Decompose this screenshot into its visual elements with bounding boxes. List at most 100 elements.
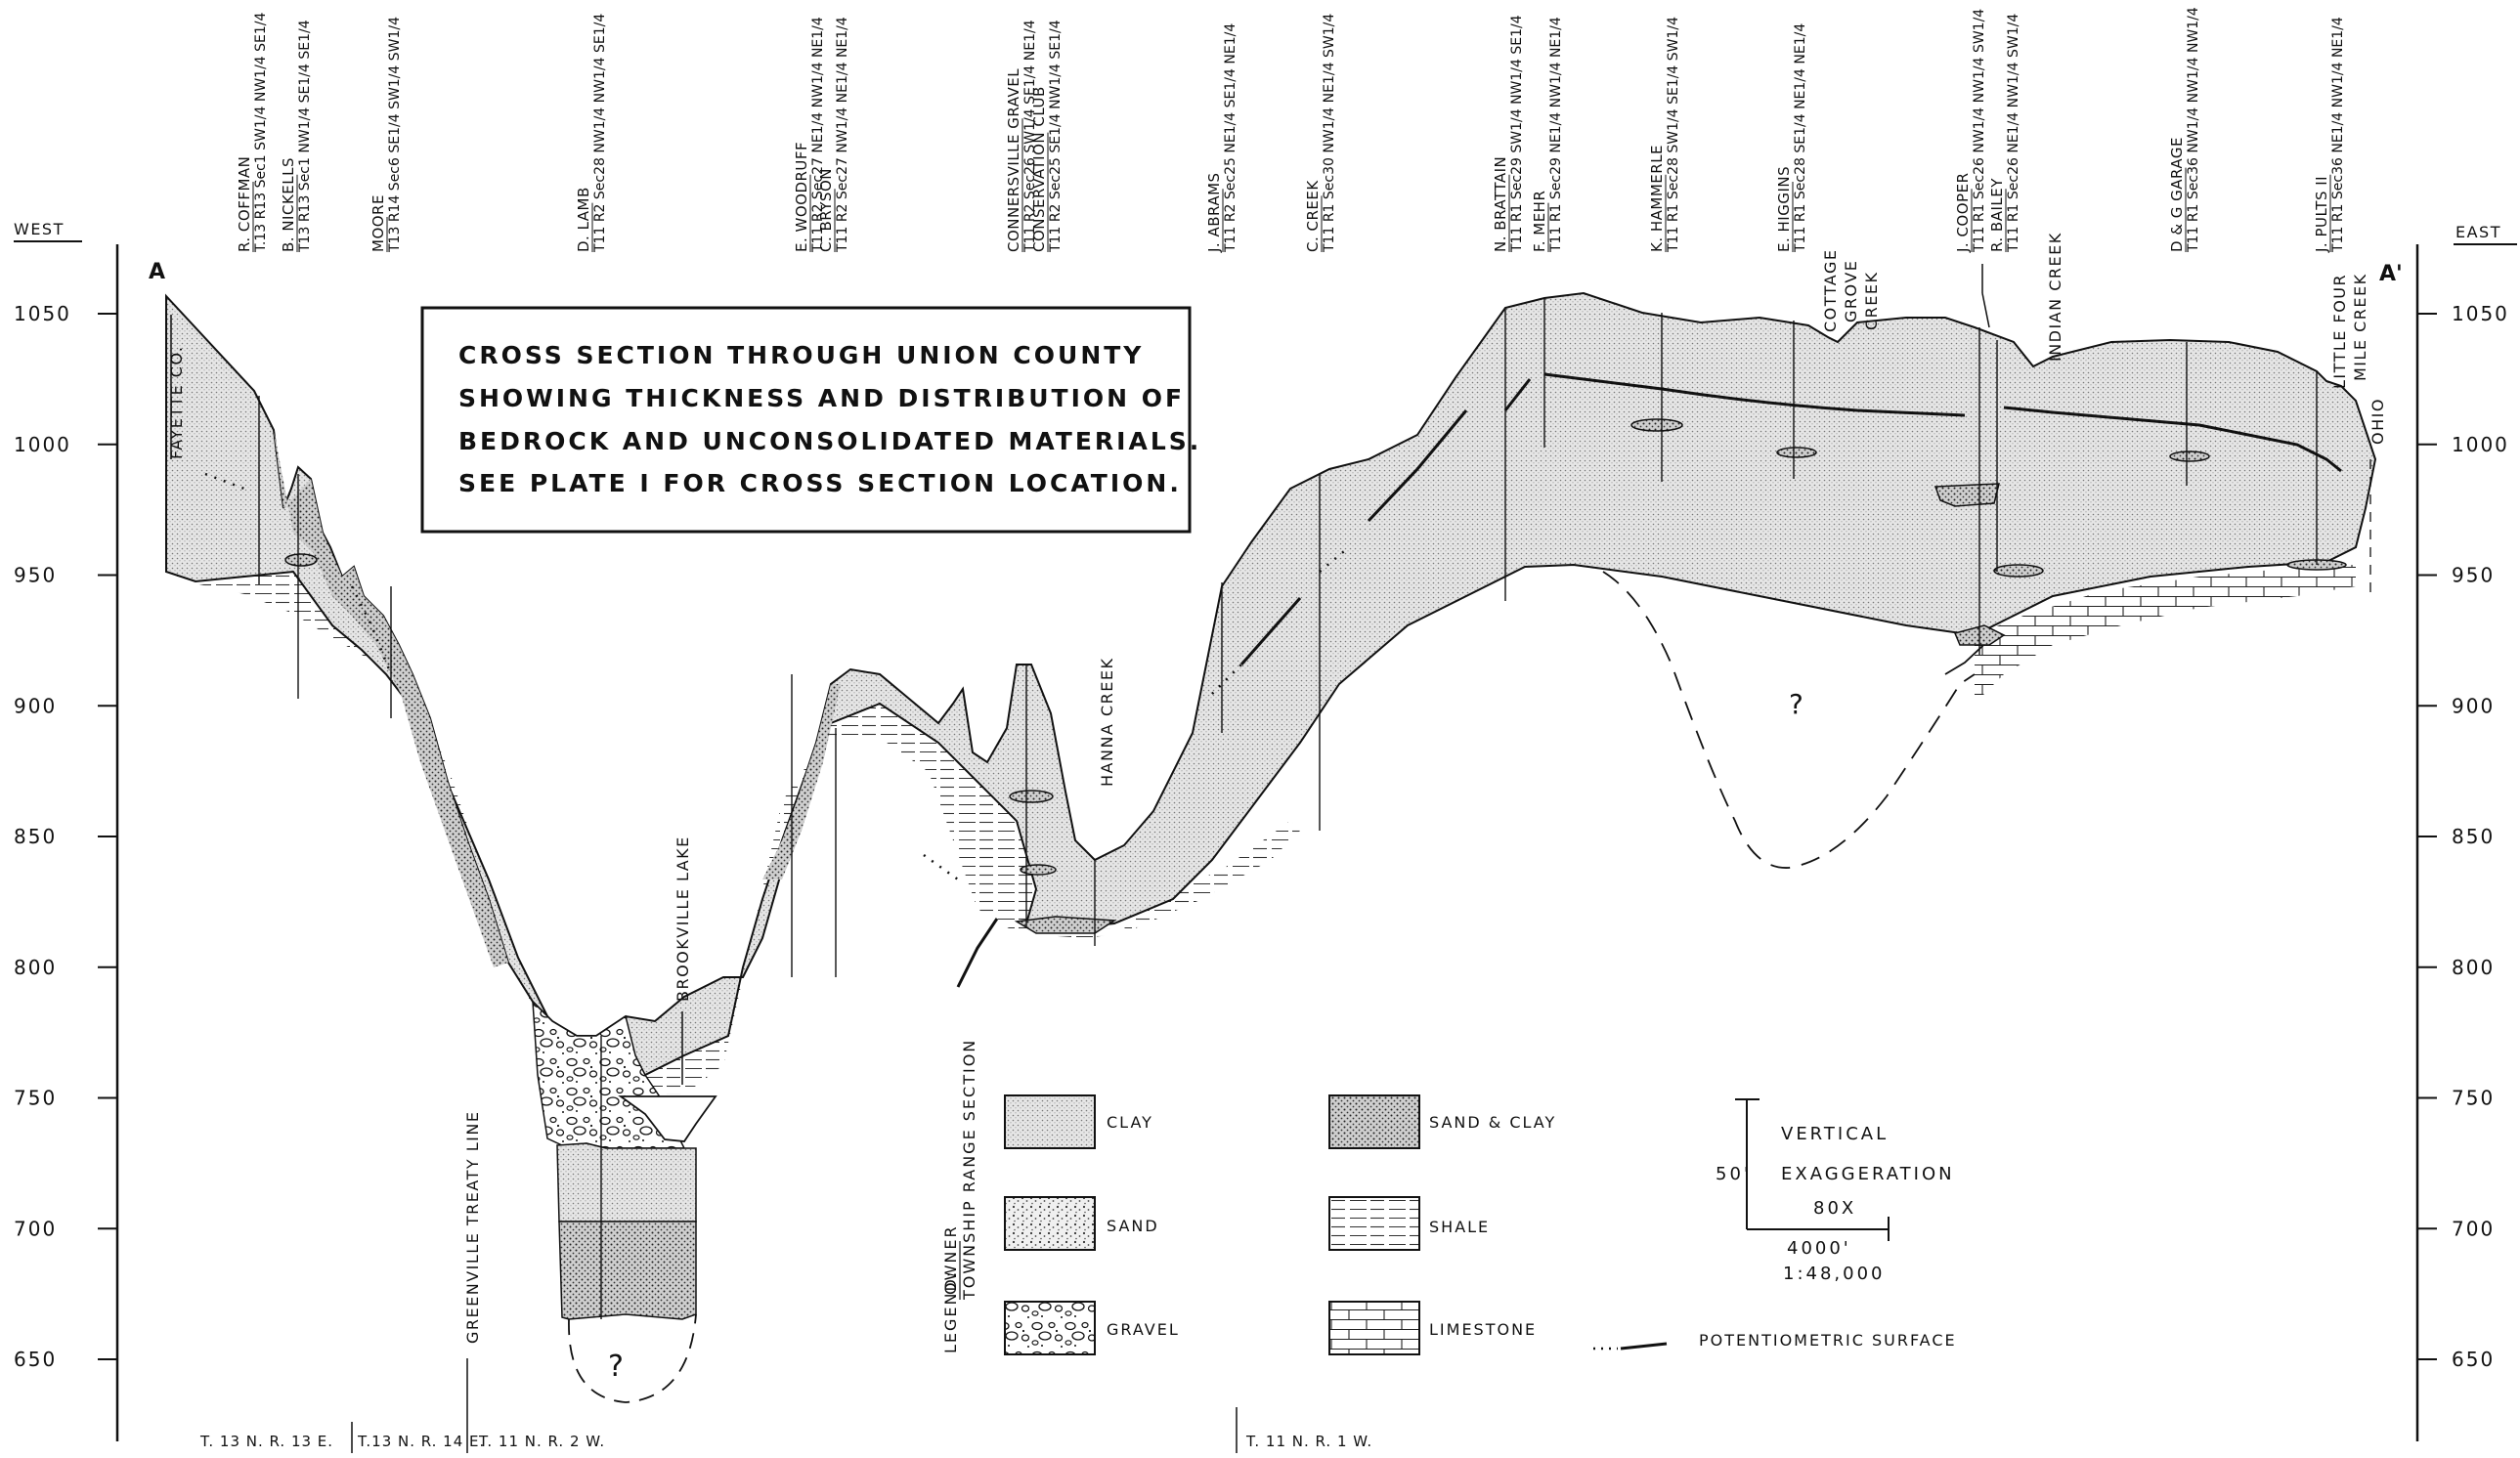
well-location: T11 R1 Sec36 NW1/4 NW1/4 NW1/4	[2186, 7, 2201, 253]
legend-sand-clay: SAND & CLAY	[1328, 1094, 1556, 1149]
svg-text:GRAVEL: GRAVEL	[1107, 1320, 1180, 1339]
elevation-label-right: 750	[2452, 1087, 2495, 1110]
scale-bar: VERTICAL EXAGGERATION 80X 50' 4000' 1:48…	[1716, 1098, 1952, 1284]
legend-sand: SAND	[1004, 1196, 1159, 1251]
scale-vertical-unit: 50'	[1716, 1164, 1752, 1184]
well-owner: J. PULTS II	[2313, 176, 2330, 253]
well-location: T.13 R13 Sec1 SW1/4 NW1/4 SE1/4	[253, 12, 269, 253]
well-owner: MOORE	[369, 194, 387, 252]
well-location: T11 R1 Sec30 NW1/4 NE1/4 SW1/4	[1322, 14, 1337, 253]
township-t13-r14: T.13 N. R. 14 E.	[357, 1433, 485, 1450]
legend: LEGEND: OWNER TOWNSHIP RANGE SECTION CLA…	[941, 1039, 1955, 1355]
east-label: EAST	[2455, 223, 2501, 241]
sandclay-west	[762, 684, 841, 879]
elevation-label-left: 700	[14, 1217, 57, 1240]
well-location: T11 R1 Sec29 NE1/4 NW1/4 NE1/4	[1548, 17, 1564, 253]
title-line-1: CROSS SECTION THROUGH UNION COUNTY	[458, 341, 1144, 369]
legend-trs: TOWNSHIP RANGE SECTION	[960, 1039, 978, 1301]
legend-clay: CLAY	[1004, 1094, 1153, 1149]
well-bores	[258, 298, 2318, 1319]
well-owner: E. WOODRUFF	[793, 142, 810, 252]
scale-ratio: 1:48,000	[1783, 1264, 1886, 1284]
well-owner: CONSERVATION CLUB	[1030, 86, 1048, 252]
well-location: T11 R2 Sec27 NW1/4 NE1/4 NE1/4	[835, 17, 850, 253]
elevation-label-right: 650	[2452, 1348, 2495, 1371]
limestone-layer	[1975, 565, 2356, 704]
legend-owner: OWNER	[941, 1224, 960, 1295]
well-location: T11 R1 Sec28 SW1/4 SE1/4 SW1/4	[1666, 17, 1681, 253]
elevation-label-left: 950	[14, 564, 57, 587]
well-owner: J. COOPER	[1954, 173, 1972, 254]
title-line-4: SEE PLATE I FOR CROSS SECTION LOCATION.	[458, 469, 1182, 497]
scale-vertical: VERTICAL	[1781, 1124, 1889, 1144]
legend-limestone: LIMESTONE	[1328, 1301, 1537, 1355]
little-four-label-2: MILE CREEK	[2351, 273, 2369, 381]
elevation-label-left: 800	[14, 956, 57, 979]
brookville-label: BROOKVILLE LAKE	[673, 836, 692, 1002]
township-t11-r2: T. 11 N. R. 2 W.	[478, 1433, 605, 1450]
well-location: T11 R2 Sec25 NE1/4 SE1/4 NE1/4	[1223, 23, 1238, 253]
elevation-label-right: 850	[2452, 825, 2495, 848]
elevation-label-right: 950	[2452, 564, 2495, 587]
well-owner: D & G GARAGE	[2168, 137, 2186, 252]
question-mark-east: ?	[1789, 688, 1803, 720]
elevation-label-left: 1000	[14, 433, 71, 456]
well-owner: K. HAMMERLE	[1648, 145, 1666, 252]
well-owner: R. COFFMAN	[236, 156, 253, 252]
well-owner: F. MEHR	[1531, 191, 1548, 252]
legend-potentiometric: POTENTIOMETRIC SURFACE	[1593, 1331, 1955, 1351]
cottage-label-1: COTTAGE	[1821, 249, 1840, 332]
title-box: CROSS SECTION THROUGH UNION COUNTY SHOWI…	[420, 306, 1201, 534]
elevation-label-right: 1000	[2452, 433, 2509, 456]
hanna-creek-label: HANNA CREEK	[1098, 658, 1116, 787]
a-label: A	[149, 260, 165, 284]
well-location: T11 R2 Sec28 NW1/4 NW1/4 SE1/4	[592, 14, 608, 253]
svg-text:SAND: SAND	[1107, 1217, 1159, 1235]
right-axis: EAST A'	[2379, 223, 2517, 1441]
elevation-label-left: 900	[14, 694, 57, 717]
well-location: T11 R1 Sec29 SW1/4 NW1/4 SE1/4	[1509, 15, 1525, 253]
title-line-3: BEDROCK AND UNCONSOLIDATED MATERIALS.	[458, 427, 1201, 455]
township-strip: T. 13 N. R. 13 E. T.13 N. R. 14 E. T. 11…	[199, 1358, 1371, 1453]
question-mark-valley: ?	[608, 1350, 624, 1384]
elevation-label-left: 1050	[14, 302, 71, 325]
svg-text:LIMESTONE: LIMESTONE	[1429, 1320, 1537, 1339]
elevation-label-right: 800	[2452, 956, 2495, 979]
ohio-label: OHIO	[2368, 398, 2387, 445]
svg-text:SHALE: SHALE	[1429, 1218, 1490, 1236]
well-location: T11 R1 Sec36 NE1/4 NW1/4 NE1/4	[2330, 17, 2346, 253]
elevation-label-left: 750	[14, 1087, 57, 1110]
elevation-label-right: 900	[2452, 694, 2495, 717]
legend-heading: LEGEND:	[941, 1270, 960, 1353]
svg-text:CLAY: CLAY	[1107, 1113, 1153, 1132]
well-owner: R. BAILEY	[1988, 178, 2006, 252]
sandclay-valley	[556, 1142, 697, 1222]
brookville-lake	[618, 1095, 717, 1142]
little-four-label-1: LITTLE FOUR	[2330, 274, 2349, 389]
well-location: T13 R14 Sec6 SE1/4 SW1/4 SW1/4	[387, 17, 403, 253]
well-owner: J. ABRAMS	[1205, 172, 1223, 253]
well-owner: C. BRYSON	[817, 168, 835, 252]
greenville-label: GREENVILLE TREATY LINE	[463, 1111, 482, 1344]
elevation-label-left: 850	[14, 825, 57, 848]
scale-factor: 80X	[1813, 1198, 1856, 1219]
elevation-label-right: 700	[2452, 1217, 2495, 1240]
svg-text:SAND & CLAY: SAND & CLAY	[1429, 1113, 1556, 1132]
legend-gravel: GRAVEL	[1004, 1301, 1180, 1355]
